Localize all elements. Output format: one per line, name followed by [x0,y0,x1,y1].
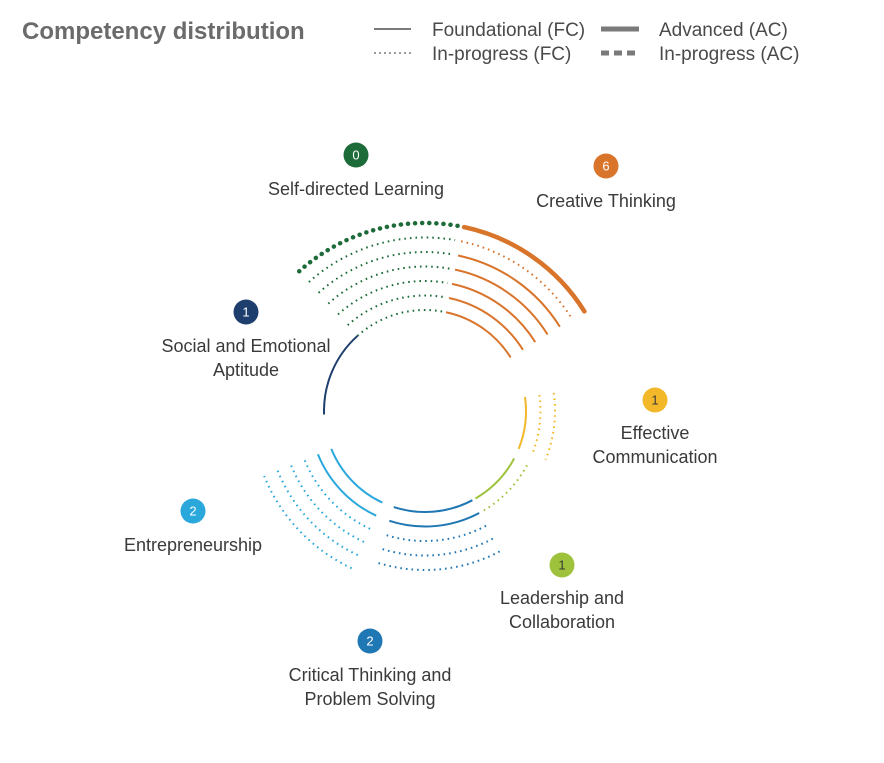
legend-label-in-progress-fc: In-progress (FC) [432,44,571,65]
badge-count-leadership-and-collaboration: 1 [558,558,565,573]
badge-count-creative-thinking: 6 [602,159,609,174]
legend: Foundational (FC) In-progress (FC) Advan… [374,20,799,65]
arc-entrepreneurship-foundational-2 [316,453,377,517]
arc-self-directed-learning-in-progress-fc-6 [308,236,456,283]
arc-group-social-and-emotional-aptitude [323,335,359,415]
arc-creative-thinking-foundational-1 [445,311,512,359]
arc-creative-thinking-foundational-3 [451,282,537,343]
category-label-leadership-and-collaboration-line-1: Leadership and [500,588,624,608]
arc-effective-communication-foundational-1 [517,396,527,450]
badge-count-effective-communication: 1 [651,393,658,408]
badge-self-directed-learning [343,142,369,168]
badge-count-social-and-emotional-aptitude: 1 [242,305,249,320]
category-label-effective-communication-line-2: Communication [592,447,717,467]
category-label-leadership-and-collaboration-line-2: Collaboration [509,612,615,632]
category-label-self-directed-learning-line-1: Self-directed Learning [268,179,444,199]
arc-entrepreneurship-foundational-1 [330,448,383,504]
chart-title: Competency distribution [22,18,305,45]
arc-effective-communication-in-progress-fc-1 [531,394,542,455]
badge-count-critical-thinking-and-problem-solving: 2 [366,634,373,649]
legend-item-in-progress-ac: In-progress (AC) [601,44,799,65]
arc-group-creative-thinking [445,224,587,359]
arc-group-critical-thinking-and-problem-solving [375,499,501,571]
arc-self-directed-learning-in-progress-fc-5 [317,251,453,294]
arc-critical-thinking-and-problem-solving-in-progress-fc-1 [384,524,487,542]
arc-self-directed-learning-in-progress-fc-2 [347,294,446,326]
arc-critical-thinking-and-problem-solving-foundational-1 [393,499,473,514]
arc-self-directed-learning-in-progress-fc-1 [356,309,443,337]
arc-self-directed-learning-in-progress-ac-1 [296,220,460,274]
arc-group-effective-communication [517,392,556,461]
category-label-entrepreneurship-line-1: Entrepreneurship [124,535,262,555]
legend-label-in-progress-ac: In-progress (AC) [659,44,799,65]
arc-creative-thinking-foundational-5 [457,254,561,328]
arc-creative-thinking-advanced-1 [461,224,587,314]
badge-creative-thinking [593,153,619,179]
category-label-creative-thinking-line-1: Creative Thinking [536,191,676,211]
arc-group-self-directed-learning [296,220,460,337]
arc-creative-thinking-foundational-2 [448,297,524,351]
arc-creative-thinking-foundational-4 [454,268,549,335]
badge-count-entrepreneurship: 2 [189,504,196,519]
badge-count-self-directed-learning: 0 [352,148,359,163]
badge-entrepreneurship [180,498,206,524]
arc-leadership-and-collaboration-foundational-1 [474,457,516,500]
category-label-critical-thinking-and-problem-solving-line-2: Problem Solving [304,689,435,709]
category-label-social-and-emotional-aptitude-line-1: Social and Emotional [161,336,330,356]
category-label-critical-thinking-and-problem-solving-line-1: Critical Thinking and [289,665,452,685]
category-label-social-and-emotional-aptitude-line-2: Aptitude [213,360,279,380]
arc-self-directed-learning-in-progress-fc-3 [337,280,448,316]
arc-critical-thinking-and-problem-solving-foundational-2 [389,512,480,528]
category-label-effective-communication-line-1: Effective [621,423,690,443]
badge-critical-thinking-and-problem-solving [357,628,383,654]
arc-entrepreneurship-in-progress-fc-2 [290,464,365,543]
legend-item-in-progress-fc: In-progress (FC) [374,44,571,65]
arc-group-entrepreneurship [263,448,383,570]
arc-entrepreneurship-in-progress-fc-4 [263,475,353,570]
arc-entrepreneurship-in-progress-fc-1 [303,459,371,530]
arc-group-leadership-and-collaboration [474,457,528,512]
badge-effective-communication [642,387,668,413]
legend-label-foundational: Foundational (FC) [432,20,585,41]
legend-label-advanced: Advanced (AC) [659,20,788,41]
arc-effective-communication-in-progress-fc-2 [544,392,556,461]
arc-critical-thinking-and-problem-solving-in-progress-fc-3 [375,550,501,571]
arc-social-and-emotional-aptitude-foundational-1 [323,335,359,415]
legend-item-advanced: Advanced (AC) [601,20,788,41]
badge-social-and-emotional-aptitude [233,299,259,325]
arc-layer [263,220,587,571]
badge-leadership-and-collaboration [549,552,575,578]
legend-item-foundational: Foundational (FC) [374,20,585,41]
